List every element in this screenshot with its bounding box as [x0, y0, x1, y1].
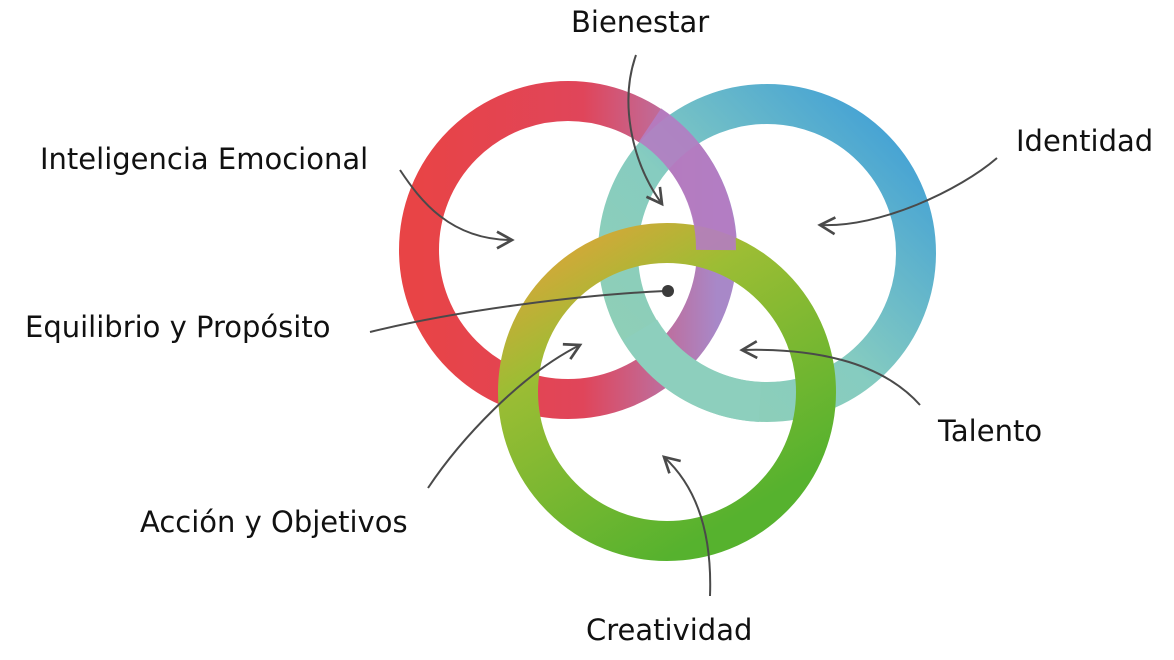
label-identidad: Identidad [1016, 124, 1154, 158]
label-bienestar: Bienestar [571, 5, 710, 39]
arrow-inteligencia [399, 169, 515, 250]
equilibrio-center-dot [662, 285, 674, 297]
arrow-accion [427, 342, 583, 489]
label-talento: Talento [938, 414, 1043, 448]
ring-red-overlap-segment [638, 108, 737, 251]
label-equilibrio-proposito: Equilibrio y Propósito [25, 310, 331, 344]
arrow-equilibrio [369, 290, 666, 333]
arrow-bienestar [627, 54, 664, 207]
arrow-talento [739, 340, 921, 406]
arrow-identidad [817, 157, 998, 236]
ring-blue-overlap-segment [622, 319, 762, 422]
ring-green [498, 223, 836, 561]
label-creatividad: Creatividad [586, 613, 753, 647]
label-accion-objetivos: Acción y Objetivos [140, 505, 408, 539]
arrow-creatividad [661, 455, 712, 597]
label-inteligencia-emocional: Inteligencia Emocional [40, 142, 369, 176]
